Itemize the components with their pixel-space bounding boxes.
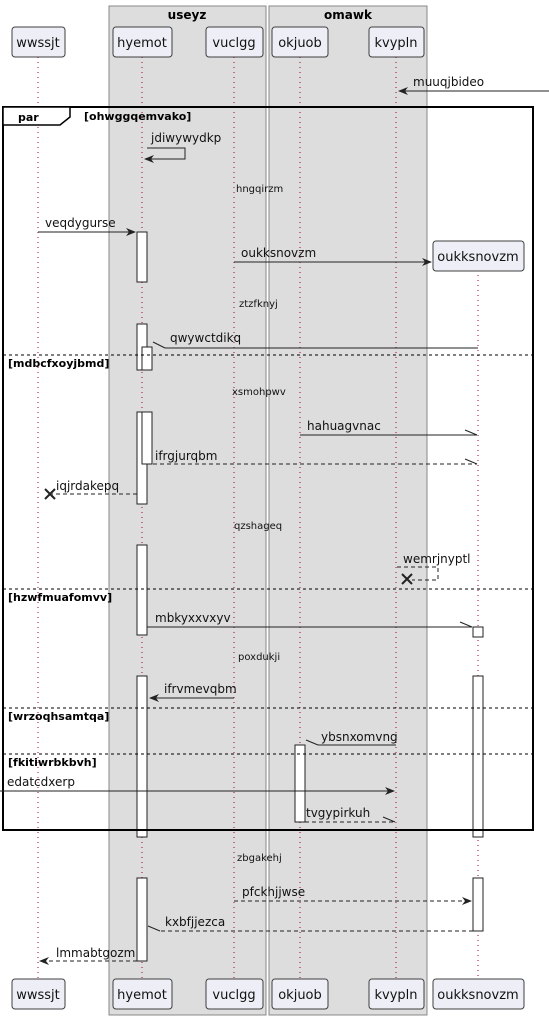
- svg-text:tvgypirkuh: tvgypirkuh: [306, 806, 370, 820]
- svg-text:hyemot: hyemot: [117, 36, 167, 51]
- activation-bar: [294, 744, 306, 823]
- message-oukksnovzm: oukksnovzm: [234, 246, 432, 266]
- svg-text:hyemot: hyemot: [117, 988, 167, 1003]
- svg-text:kvypln: kvypln: [374, 988, 417, 1003]
- svg-text:okjuob: okjuob: [278, 36, 322, 51]
- divider-label: hngqirzm: [236, 184, 283, 195]
- destroy-icon: [44, 488, 56, 500]
- participant-oukksnovzm-created: oukksnovzm: [432, 240, 525, 272]
- message-lmmabtgozm: lmmabtgozm: [39, 946, 137, 965]
- svg-text:edatcdxerp: edatcdxerp: [7, 775, 75, 789]
- svg-text:veqdygurse: veqdygurse: [45, 216, 116, 230]
- message-iqjrdakepq: iqjrdakepq: [44, 479, 137, 500]
- participant-oukksnovzm: oukksnovzm: [432, 978, 525, 1010]
- section-condition: [hzwfmuafomvv]: [8, 591, 112, 604]
- group-label: omawk: [324, 8, 373, 22]
- participants-top: wwssjt hyemot vuclgg okjuob kvypln oukks…: [11, 26, 525, 272]
- participant-okjuob: okjuob: [271, 978, 329, 1010]
- par-fragment: par [ohwggqemvako]: [2, 106, 534, 831]
- message-qwywctdikq: qwywctdikq: [152, 331, 478, 349]
- svg-text:vuclgg: vuclgg: [212, 36, 255, 51]
- activation-bar: [141, 411, 153, 465]
- fragment-separators: [mdbcfxoyjbmd] [hzwfmuafomvv] [wrzoqhsam…: [3, 354, 533, 769]
- participant-vuclgg: vuclgg: [205, 26, 264, 58]
- activation-bar: [141, 346, 153, 371]
- divider-label: poxdukji: [238, 652, 280, 663]
- group-useyz: useyz: [108, 5, 267, 1016]
- participant-vuclgg: vuclgg: [205, 978, 264, 1010]
- message-edatcdxerp: edatcdxerp: [0, 775, 395, 795]
- svg-text:okjuob: okjuob: [278, 988, 322, 1003]
- activations: [136, 231, 484, 962]
- svg-text:oukksnovzm: oukksnovzm: [437, 988, 518, 1003]
- activation-bar: [136, 877, 148, 962]
- participant-wwssjt: wwssjt: [11, 978, 66, 1010]
- svg-text:wemrjnyptl: wemrjnyptl: [403, 552, 471, 566]
- svg-text:mbkyxxvxyv: mbkyxxvxyv: [155, 611, 231, 625]
- message-veqdygurse: veqdygurse: [38, 216, 136, 236]
- svg-text:hahuagvnac: hahuagvnac: [307, 419, 381, 433]
- message-mbkyxxvxyv: mbkyxxvxyv: [147, 611, 473, 628]
- message-wemrjnyptl: wemrjnyptl: [397, 552, 471, 585]
- svg-text:qwywctdikq: qwywctdikq: [170, 331, 241, 345]
- svg-text:jdiwywydkp: jdiwywydkp: [150, 131, 221, 145]
- message-muuqjbideo: muuqjbideo: [398, 75, 549, 95]
- divider-label: ztzfknyj: [239, 299, 278, 310]
- svg-text:kvypln: kvypln: [374, 36, 417, 51]
- svg-text:ifrgjurqbm: ifrgjurqbm: [155, 449, 217, 463]
- section-condition: [mdbcfxoyjbmd]: [8, 357, 109, 370]
- svg-text:muuqjbideo: muuqjbideo: [413, 75, 484, 89]
- message-pfckhjjwse: pfckhjjwse: [234, 885, 472, 905]
- divider-label: zbgakehj: [237, 853, 282, 864]
- message-tvgypirkuh: tvgypirkuh: [305, 806, 396, 823]
- participant-kvypln: kvypln: [368, 978, 425, 1010]
- message-ifrvmevqbm: ifrvmevqbm: [149, 682, 237, 702]
- svg-text:oukksnovzm: oukksnovzm: [241, 246, 316, 260]
- fragment-condition: [ohwggqemvako]: [84, 110, 191, 123]
- destroy-icon: [401, 573, 413, 585]
- svg-text:kxbfjjezca: kxbfjjezca: [165, 915, 225, 929]
- activation-bar: [136, 675, 148, 838]
- message-hahuagvnac: hahuagvnac: [300, 419, 478, 436]
- svg-text:wwssjt: wwssjt: [16, 36, 60, 51]
- dividers: hngqirzm ztzfknyj xsmohpwv qzshageq poxd…: [232, 184, 286, 864]
- svg-text:vuclgg: vuclgg: [212, 988, 255, 1003]
- svg-text:pfckhjjwse: pfckhjjwse: [242, 885, 305, 899]
- activation-bar: [136, 231, 148, 283]
- svg-text:ybsnxomvng: ybsnxomvng: [321, 730, 398, 744]
- activation-bar: [472, 675, 484, 838]
- participant-kvypln: kvypln: [368, 26, 425, 58]
- message-jdiwywydkp: jdiwywydkp: [144, 131, 221, 163]
- participant-okjuob: okjuob: [271, 26, 329, 58]
- divider-label: xsmohpwv: [232, 387, 286, 398]
- participant-hyemot: hyemot: [112, 26, 173, 58]
- activation-bar: [472, 626, 484, 638]
- message-ifrgjurqbm: ifrgjurqbm: [153, 449, 478, 465]
- activation-bar: [472, 877, 484, 932]
- activation-bar: [136, 544, 148, 636]
- svg-text:lmmabtgozm: lmmabtgozm: [56, 946, 135, 960]
- message-kxbfjjezca: kxbfjjezca: [147, 915, 473, 932]
- group-label: useyz: [168, 8, 207, 22]
- fragment-keyword: par: [18, 111, 39, 124]
- section-condition: [fkitiwrbkbvh]: [8, 756, 97, 769]
- message-ybsnxomvng: ybsnxomvng: [305, 730, 398, 746]
- divider-label: qzshageq: [234, 521, 282, 532]
- svg-text:ifrvmevqbm: ifrvmevqbm: [164, 682, 237, 696]
- svg-text:wwssjt: wwssjt: [16, 988, 60, 1003]
- participant-hyemot: hyemot: [112, 978, 173, 1010]
- section-condition: [wrzoqhsamtqa]: [8, 710, 109, 723]
- participant-wwssjt: wwssjt: [11, 26, 66, 58]
- participants-bottom: wwssjt hyemot vuclgg okjuob kvypln oukks…: [11, 978, 525, 1010]
- svg-text:oukksnovzm: oukksnovzm: [437, 250, 518, 265]
- group-omawk: omawk: [268, 5, 428, 1016]
- svg-text:iqjrdakepq: iqjrdakepq: [56, 479, 119, 493]
- lifelines: [37, 57, 479, 978]
